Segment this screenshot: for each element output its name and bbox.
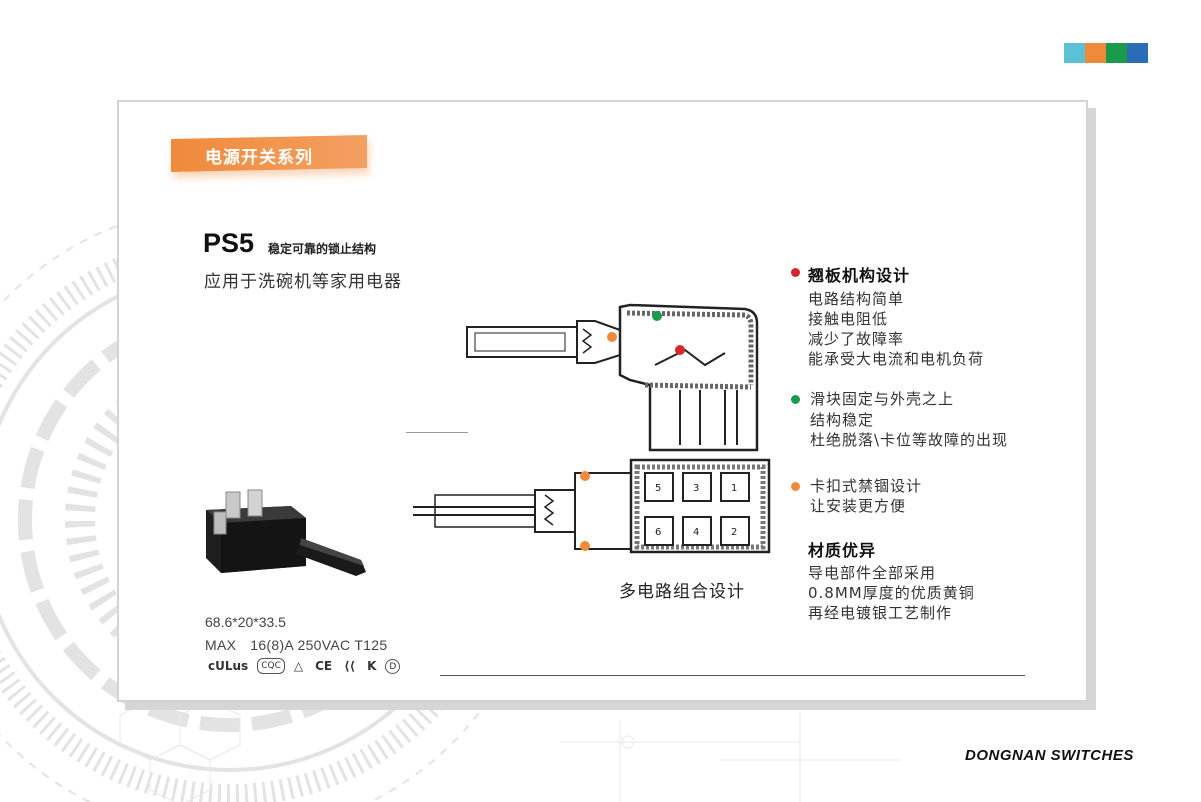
- feature-3-bullet-icon: [791, 482, 800, 491]
- strip-color-3: [1106, 43, 1127, 63]
- feature-3-line-1: 让安装更方便: [810, 497, 907, 515]
- k-mark-icon: K: [367, 659, 377, 673]
- feature-1-line-1: 电路结构简单: [808, 290, 905, 308]
- feature-1-title: 翘板机构设计: [808, 266, 911, 285]
- certification-marks: cULus CQC △ CE ⟨⟨ K D: [205, 658, 401, 674]
- brand-logo-text: DONGNAN SWITCHES: [965, 747, 1134, 764]
- strip-color-2: [1085, 43, 1106, 63]
- terminal-label-4: 4: [693, 527, 699, 538]
- d-mark-icon: D: [385, 658, 401, 674]
- feature-2-title: 滑块固定与外壳之上: [810, 390, 955, 408]
- ce-mark-icon: CE: [315, 659, 333, 673]
- marker-red-dot: [675, 345, 685, 355]
- switch-cross-section-diagram: 5 3 1 6 4 2: [413, 303, 771, 554]
- terminal-label-3: 3: [693, 483, 699, 494]
- marker-orange-dot-bottom: [580, 541, 590, 551]
- terminal-label-5: 5: [655, 483, 661, 494]
- feature-4-line-3: 再经电镀银工艺制作: [808, 604, 953, 622]
- series-tag-label: 电源开关系列: [205, 148, 313, 169]
- feature-1-line-4: 能承受大电流和电机负荷: [808, 350, 985, 368]
- product-card: [117, 100, 1088, 702]
- feature-4-line-2: 0.8MM厚度的优质黄铜: [808, 584, 975, 602]
- electrical-rating: MAX 16(8)A 250VAC T125: [205, 637, 387, 653]
- application-text: 应用于洗碗机等家用电器: [204, 272, 402, 292]
- triangle-mark-icon: △: [293, 659, 304, 673]
- brand-color-strip: [1064, 43, 1148, 63]
- model-name: PS5: [203, 228, 255, 258]
- feature-2-line-2: 杜绝脱落\卡位等故障的出现: [810, 431, 1009, 449]
- ccc-mark-icon: ⟨⟨: [344, 659, 356, 673]
- marker-orange-dot-top: [607, 332, 617, 342]
- rating-value: 16(8)A 250VAC T125: [250, 637, 388, 653]
- divider-short: [406, 432, 468, 433]
- feature-1-bullet-icon: [791, 268, 800, 277]
- rating-label: MAX: [205, 637, 237, 653]
- terminal-label-2: 2: [731, 527, 737, 538]
- feature-4-line-1: 导电部件全部采用: [808, 564, 937, 582]
- marker-green-dot: [652, 311, 662, 321]
- dimensions: 68.6*20*33.5: [205, 614, 286, 630]
- strip-color-4: [1127, 43, 1148, 63]
- feature-2-line-1: 结构稳定: [810, 411, 875, 429]
- diagram-caption: 多电路组合设计: [619, 582, 745, 602]
- feature-1-line-3: 减少了故障率: [808, 330, 905, 348]
- series-tag: 电源开关系列: [171, 134, 367, 173]
- feature-4-title: 材质优异: [808, 541, 877, 560]
- cul-us-mark-icon: cULus: [208, 659, 249, 673]
- terminal-label-1: 1: [731, 483, 737, 494]
- feature-1-line-2: 接触电阻低: [808, 310, 889, 328]
- terminal-label-6: 6: [655, 527, 661, 538]
- model-tagline: 稳定可靠的锁止结构: [268, 242, 377, 256]
- divider-bottom: [440, 675, 1025, 676]
- feature-2-bullet-icon: [791, 395, 800, 404]
- strip-color-1: [1064, 43, 1085, 63]
- cqc-mark-icon: CQC: [257, 658, 285, 674]
- product-photo: [206, 489, 366, 576]
- marker-orange-dot-mid: [580, 471, 590, 481]
- feature-3-title: 卡扣式禁锢设计: [810, 477, 923, 495]
